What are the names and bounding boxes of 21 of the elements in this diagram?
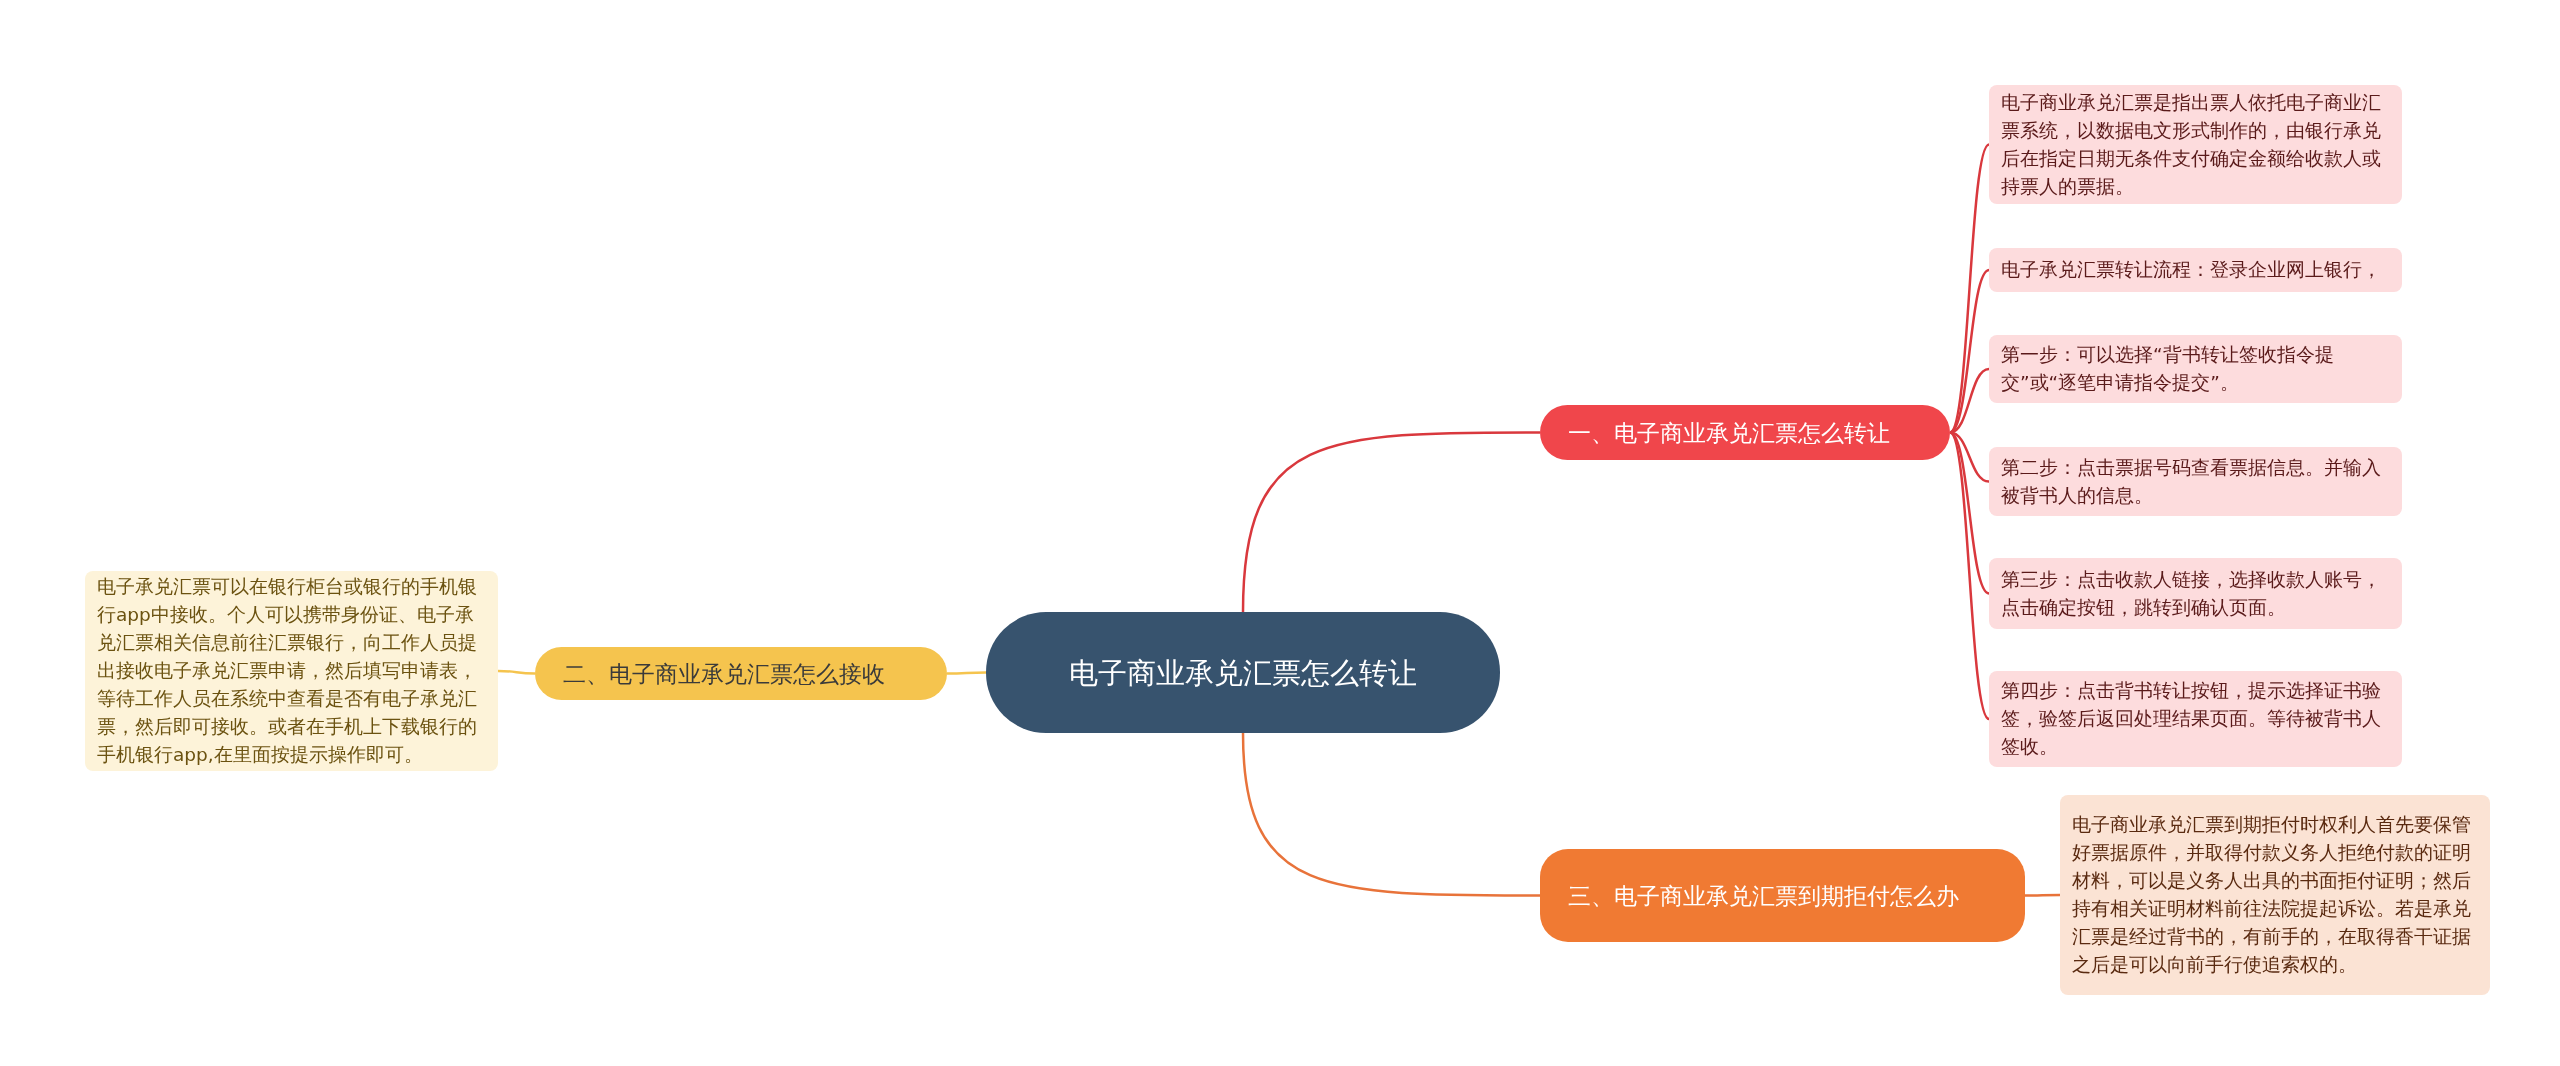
branch-topic: 一、电子商业承兑汇票怎么转让 xyxy=(1540,405,1950,460)
connector-line xyxy=(947,671,986,675)
connector-line xyxy=(2025,893,2060,897)
note-card: 电子商业承兑汇票是指出票人依托电子商业汇票系统，以数据电文形式制作的，由银行承兑后在指定日期无条件支付确定金额给收款人或持票人的票据。 xyxy=(1989,85,2402,204)
connector-line xyxy=(1949,431,1990,595)
connector-line xyxy=(1949,431,1990,720)
connector-line xyxy=(1949,143,1990,434)
note-card: 第三步：点击收款人链接，选择收款人账号，点击确定按钮，跳转到确认页面。 xyxy=(1989,558,2402,629)
note-card: 电子承兑汇票转让流程：登录企业网上银行， xyxy=(1989,248,2402,292)
note-card: 第一步：可以选择“背书转让签收指令提交”或“逐笔申请指令提交”。 xyxy=(1989,335,2402,403)
branch-topic: 二、电子商业承兑汇票怎么接收 xyxy=(535,647,947,700)
note-card: 电子承兑汇票可以在银行柜台或银行的手机银行app中接收。个人可以携带身份证、电子承兑汇票相关信息前往汇票银行，向工作人员提出接收电子承兑汇票申请，然后填写申请表，等待工作人员在系统中查看是否有电子承兑汇票，然后即可接收。或者在手机上下载银行的手机银行app,在里面按提示操作即可。 xyxy=(85,571,498,771)
connector-line xyxy=(1241,732,1540,897)
connector-line xyxy=(1241,431,1540,613)
central-topic: 电子商业承兑汇票怎么转让 xyxy=(986,612,1500,733)
note-card: 第二步：点击票据号码查看票据信息。并输入被背书人的信息。 xyxy=(1989,447,2402,516)
connector-line xyxy=(1949,269,1990,434)
note-card: 第四步：点击背书转让按钮，提示选择证书验签，验签后返回处理结果页面。等待被背书人签收。 xyxy=(1989,671,2402,767)
connector-line xyxy=(498,669,535,675)
branch-topic: 三、电子商业承兑汇票到期拒付怎么办 xyxy=(1540,849,2025,942)
note-card: 电子商业承兑汇票到期拒付时权利人首先要保管好票据原件，并取得付款义务人拒绝付款的证明材料，可以是义务人出具的书面拒付证明；然后持有相关证明材料前往法院提起诉讼。若是承兑汇票是经过背书的，有前手的，在取得香干证据之后是可以向前手行使追索权的。 xyxy=(2060,795,2490,995)
